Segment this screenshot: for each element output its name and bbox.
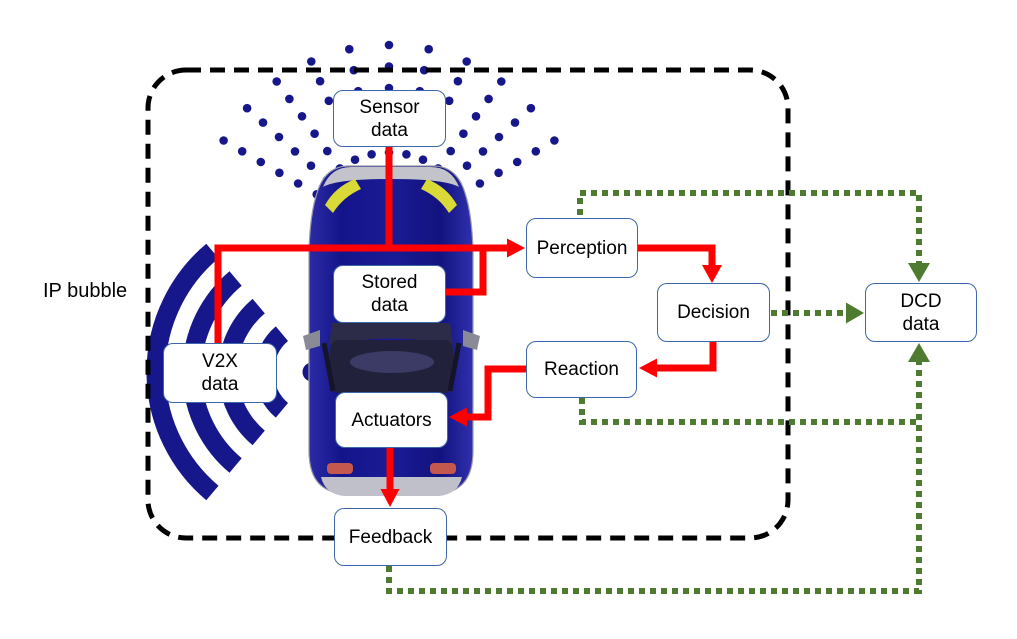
node-dcd-data: DCD data (865, 283, 977, 342)
red-flow-arrowheads (380, 238, 722, 507)
node-feedback: Feedback (334, 508, 447, 566)
node-stored-data: Stored data (333, 265, 446, 323)
node-actuators: Actuators (335, 392, 448, 448)
red-flow-connectors (214, 145, 717, 490)
green-dcd-arrowheads (846, 263, 930, 362)
ip-bubble-boundary (145, 67, 791, 541)
node-decision: Decision (657, 283, 770, 342)
node-v2x-data: V2X data (163, 343, 277, 403)
node-reaction: Reaction (526, 341, 637, 398)
node-sensor-data: Sensor data (333, 90, 446, 147)
green-dcd-connectors (386, 190, 922, 594)
node-perception: Perception (526, 218, 638, 278)
ip-bubble-label: IP bubble (43, 280, 128, 302)
